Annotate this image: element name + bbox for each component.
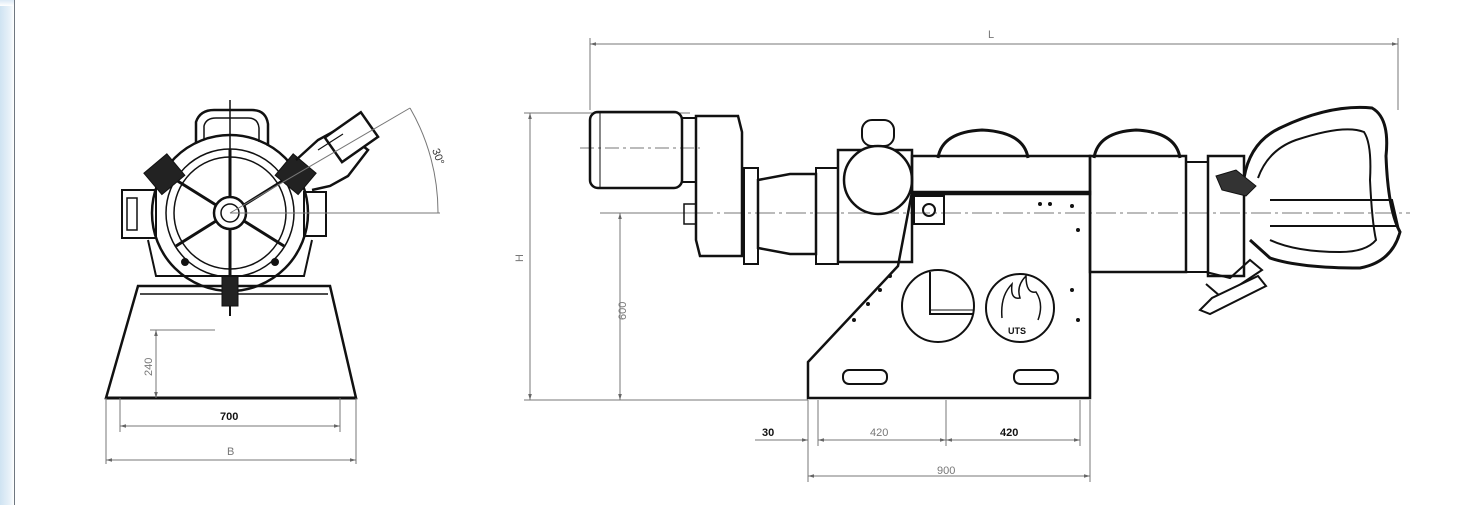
dim-h: H [514, 254, 526, 262]
side-view: UTS [588, 105, 1402, 400]
angle-dimension [229, 107, 440, 214]
side-stand [806, 190, 1092, 400]
dim-30: 30 [762, 427, 774, 439]
dim-600: 600 [617, 302, 629, 320]
dim-900: 900 [937, 465, 955, 477]
front-dimensions [105, 329, 357, 464]
uts-logo [985, 273, 1055, 343]
front-view [104, 100, 380, 400]
dim-l: L [988, 29, 994, 41]
dim-b: B [227, 446, 234, 458]
motor [588, 110, 684, 190]
dim-240: 240 [143, 358, 155, 376]
logo-text: UTS [1008, 326, 1026, 336]
nozzle-handle [1242, 105, 1402, 270]
dim-420-left: 420 [870, 427, 888, 439]
angle-label: 30° [429, 147, 446, 167]
dim-700: 700 [220, 411, 238, 423]
dim-420-right: 420 [1000, 427, 1018, 439]
